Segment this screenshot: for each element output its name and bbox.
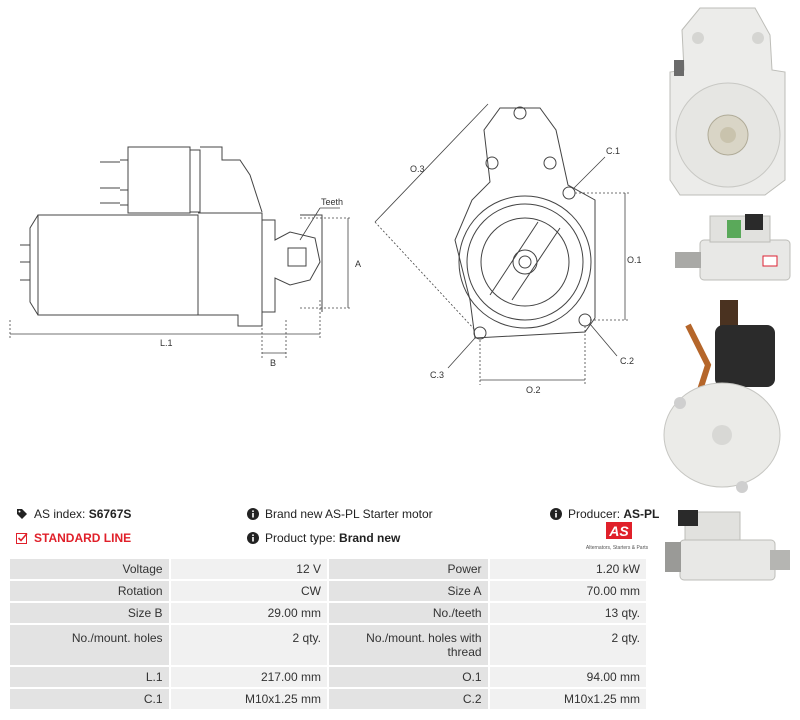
producer: Producer: AS-PL xyxy=(550,507,659,521)
standard-line-label: STANDARD LINE xyxy=(34,531,132,545)
spec-value: 1.20 kW xyxy=(489,559,646,579)
spec-value: 70.00 mm xyxy=(489,581,646,601)
dim-a-label: A xyxy=(355,259,361,269)
spec-label: No./mount. holes xyxy=(10,625,169,665)
spec-value: 2 qty. xyxy=(170,625,327,665)
spec-value: M10x1.25 mm xyxy=(170,689,327,709)
as-pl-logo: AS Alternators, Starters & Parts xyxy=(586,522,649,551)
table-row: Rotation CW Size A 70.00 mm xyxy=(10,581,646,601)
producer-value: AS-PL xyxy=(623,507,660,521)
logo-tagline: Alternators, Starters & Parts xyxy=(586,545,649,551)
motor-body xyxy=(37,214,199,316)
product-photo-front xyxy=(660,0,795,205)
spec-label: No./mount. holes with thread xyxy=(328,625,488,665)
dim-b-label: B xyxy=(270,358,276,368)
dim-o2-label: O.2 xyxy=(526,385,541,395)
hole-c3 xyxy=(473,326,487,340)
dim-c1-label: C.1 xyxy=(606,146,620,156)
hole-c1 xyxy=(562,186,576,200)
product-photo-side-2 xyxy=(660,500,798,590)
spec-table: Voltage 12 V Power 1.20 kW Rotation CW S… xyxy=(8,557,648,711)
product-type-label: Product type: xyxy=(265,531,340,545)
as-index: AS index: S6767S xyxy=(16,507,131,521)
tag-icon xyxy=(17,509,27,519)
flange-outline xyxy=(454,107,596,339)
spec-label: Power xyxy=(328,559,488,579)
product-type-value: Brand new xyxy=(339,531,401,545)
product-description: Brand new AS-PL Starter motor xyxy=(247,507,433,521)
dim-o3-label: O.3 xyxy=(410,164,425,174)
as-index-label: AS index: xyxy=(34,507,89,521)
checkbox-checked-icon xyxy=(16,532,28,544)
as-index-value: S6767S xyxy=(88,507,132,521)
spec-label: Rotation xyxy=(10,581,169,601)
dim-c3-label: C.3 xyxy=(430,370,444,380)
solenoid-body xyxy=(127,146,191,214)
table-row: L.1 217.00 mm O.1 94.00 mm xyxy=(10,667,646,687)
table-row: Size B 29.00 mm No./teeth 13 qty. xyxy=(10,603,646,623)
table-row: C.1 M10x1.25 mm C.2 M10x1.25 mm xyxy=(10,689,646,709)
product-photo-side xyxy=(665,208,800,293)
info-icon xyxy=(247,508,259,520)
spec-label: Voltage xyxy=(10,559,169,579)
spec-label: O.1 xyxy=(328,667,488,687)
spec-value: 2 qty. xyxy=(489,625,646,665)
spec-value: M10x1.25 mm xyxy=(489,689,646,709)
standard-line: STANDARD LINE xyxy=(16,531,131,545)
info-icon xyxy=(550,508,562,520)
spec-value: CW xyxy=(170,581,327,601)
product-photo-rear xyxy=(660,295,798,495)
spec-label: L.1 xyxy=(10,667,169,687)
logo-text: AS xyxy=(608,523,629,539)
hole-c2 xyxy=(578,313,592,327)
table-row: Voltage 12 V Power 1.20 kW xyxy=(10,559,646,579)
producer-label: Producer: xyxy=(568,507,624,521)
spec-value: 13 qty. xyxy=(489,603,646,623)
dim-o1-label: O.1 xyxy=(627,255,642,265)
spec-label: Size A xyxy=(328,581,488,601)
dim-c2-label: C.2 xyxy=(620,356,634,366)
spec-value: 29.00 mm xyxy=(170,603,327,623)
spec-label: C.2 xyxy=(328,689,488,709)
product-type: Product type: Brand new xyxy=(247,531,400,545)
spec-value: 217.00 mm xyxy=(170,667,327,687)
info-icon xyxy=(247,532,259,544)
spec-label: C.1 xyxy=(10,689,169,709)
description-text: Brand new AS-PL Starter motor xyxy=(265,507,433,521)
spec-value: 12 V xyxy=(170,559,327,579)
spec-label: No./teeth xyxy=(328,603,488,623)
table-row: No./mount. holes 2 qty. No./mount. holes… xyxy=(10,625,646,665)
teeth-label: Teeth xyxy=(321,197,343,207)
spec-label: Size B xyxy=(10,603,169,623)
dim-l1-label: L.1 xyxy=(160,338,173,348)
technical-drawing: Teeth A L.1 B O.3 C.1 O.1 C.2 C.3 O.2 xyxy=(9,103,642,395)
spec-value: 94.00 mm xyxy=(489,667,646,687)
